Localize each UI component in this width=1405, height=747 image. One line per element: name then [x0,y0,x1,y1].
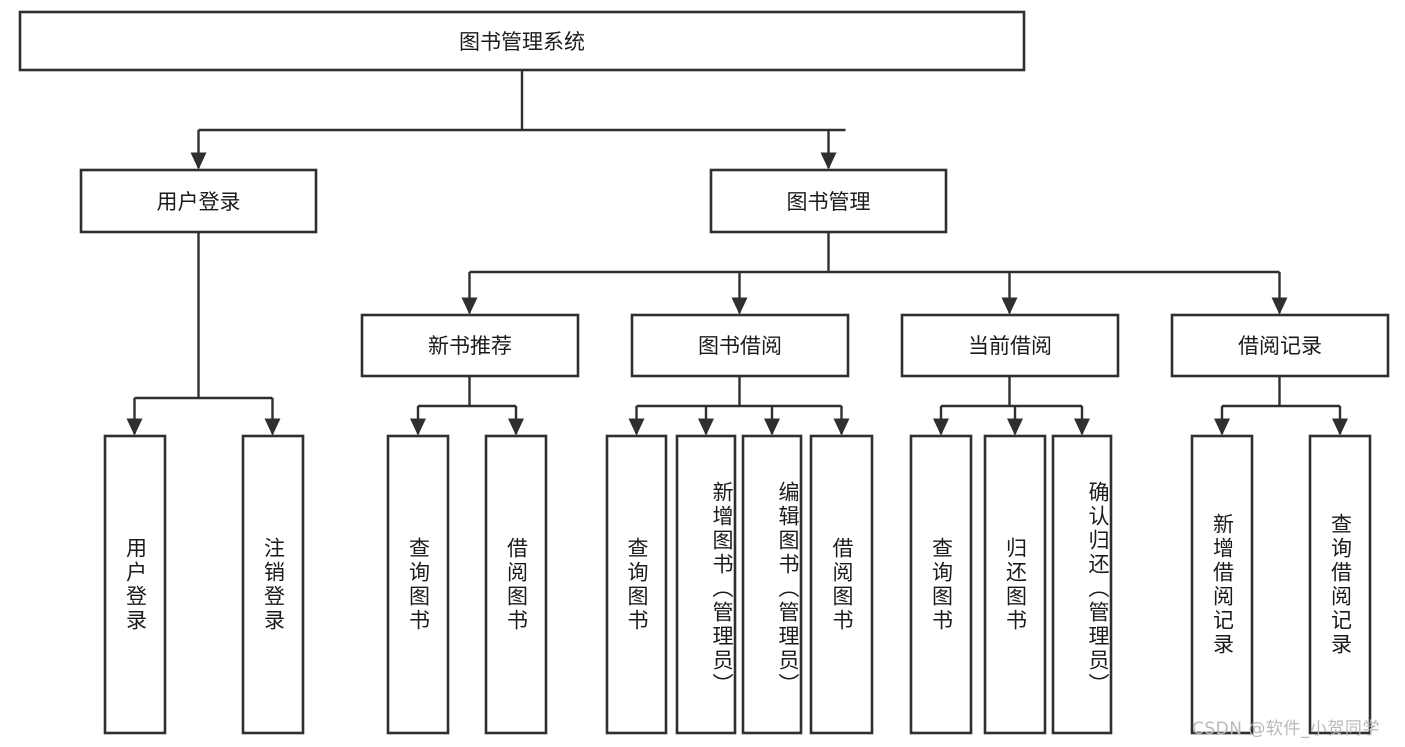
node-new-book-recommend-box[interactable] [360,313,580,378]
node-user-login[interactable]: 用户登录 [79,168,318,234]
node-current-borrow[interactable]: 当前借阅 [900,313,1120,378]
leaf-return-book-box[interactable] [983,434,1047,735]
leaf-borrow-book-2-box[interactable] [809,434,874,735]
leaf-query-book-3-box[interactable] [909,434,973,735]
node-book-manage-box[interactable] [709,168,948,234]
node-current-borrow-label: 当前借阅 [968,334,1052,358]
leaf-edit-book-admin-box[interactable] [741,434,803,735]
node-new-book-recommend-label: 新书推荐 [428,334,512,358]
leaf-query-book-2-box[interactable] [605,434,668,735]
node-borrow-record[interactable]: 借阅记录 [1170,313,1390,378]
leaf-query-book-1-box[interactable] [386,434,450,735]
connector-group-root [190,70,846,170]
leaf-user-login-box[interactable] [103,434,167,735]
node-book-manage[interactable]: 图书管理 [709,168,948,234]
node-current-borrow-box[interactable] [900,313,1120,378]
node-borrow-record-label: 借阅记录 [1238,334,1322,358]
connector-group-current-borrow [932,376,1091,436]
leaf-logout-box[interactable] [241,434,305,735]
connector-group-new-book-recommend [409,376,525,436]
node-borrow-record-box[interactable] [1170,313,1390,378]
connector-group-book-manage [461,232,1288,315]
leaf-boxes [103,434,1372,735]
node-root-label: 图书管理系统 [459,30,585,54]
node-book-borrow-box[interactable] [630,313,850,378]
leaf-query-borrow-record-box[interactable] [1308,434,1372,735]
leaf-add-borrow-record-box[interactable] [1190,434,1254,735]
node-book-borrow-label: 图书借阅 [698,334,782,358]
connector-group-book-borrow [628,376,850,436]
node-root[interactable]: 图书管理系统 [18,10,1026,72]
leaf-add-book-admin-box[interactable] [675,434,737,735]
connector-group-user-login [126,232,281,436]
csdn-watermark: CSDN @软件_小贺同学 [1192,719,1380,739]
node-book-manage-label: 图书管理 [787,190,871,214]
leaf-confirm-return-admin-box[interactable] [1051,434,1113,735]
node-user-login-box[interactable] [79,168,318,234]
node-user-login-label: 用户登录 [157,190,241,214]
node-root-box[interactable] [18,10,1026,72]
leaf-borrow-book-1-box[interactable] [484,434,548,735]
node-new-book-recommend[interactable]: 新书推荐 [360,313,580,378]
connector-group-borrow-record [1213,376,1349,436]
node-book-borrow[interactable]: 图书借阅 [630,313,850,378]
